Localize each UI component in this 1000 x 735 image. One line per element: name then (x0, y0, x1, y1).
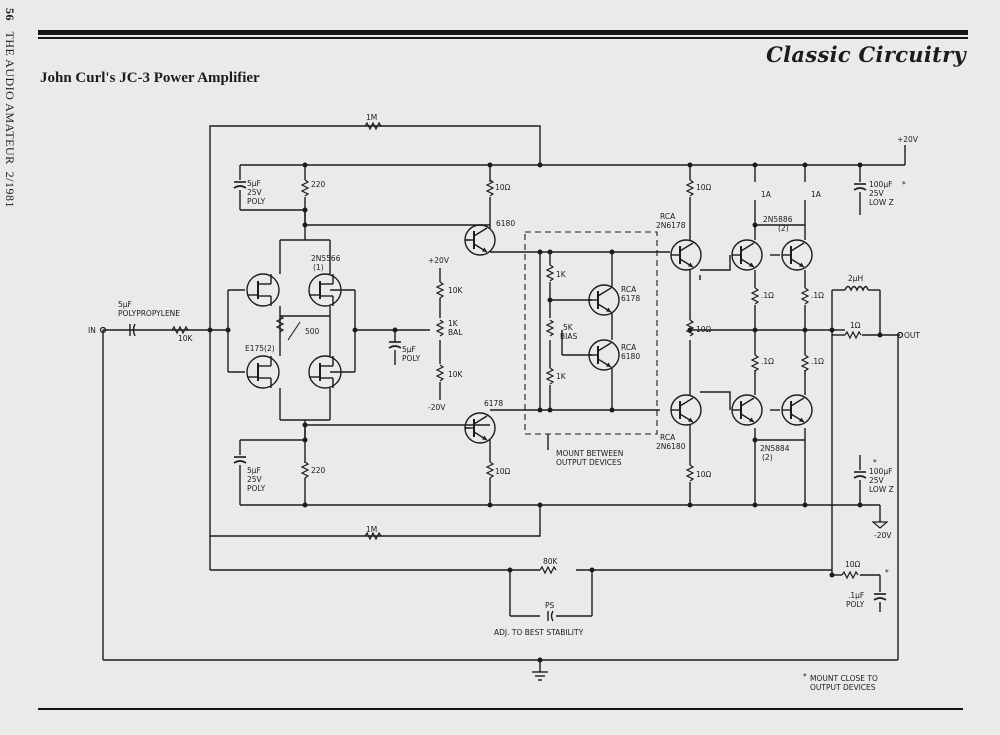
label-feedback-1m-bottom: 1M (366, 525, 377, 534)
label-in-cap: 5µF (118, 300, 132, 309)
label-bal-10k-bot: 10K (448, 370, 464, 379)
label-rail-cap-top-val: 100µF (869, 180, 892, 189)
article-title: John Curl's JC-3 Power Amplifier (40, 70, 260, 86)
label-bias-q2-b: 6180 (621, 352, 640, 361)
label-fb-adj: ADJ. TO BEST STABILITY (494, 628, 584, 637)
label-bias-pot: 5K (563, 323, 574, 332)
label-rail-cap-top-v: 25V (869, 189, 885, 198)
label-in-res: 10K (178, 334, 194, 343)
label-rail-cap-bot-v: 25V (869, 476, 885, 485)
label-footnote-b: OUTPUT DEVICES (810, 683, 876, 692)
label-feedback-1m-top: 1M (366, 113, 377, 122)
label-cap-top-val: 5µF (247, 179, 261, 188)
label-bal-pot-sub: BAL (448, 328, 463, 337)
label-q-6180: 6180 (496, 219, 515, 228)
label-cap-bot-v: 25V (247, 475, 263, 484)
label-supply-pos: +20V (897, 135, 919, 144)
label-drv-r-bot: 10Ω (696, 470, 712, 479)
resistors (171, 122, 862, 579)
label-bias-1k-bot: 1K (556, 372, 567, 381)
capacitors (129, 181, 887, 622)
label-rail-cap-bot-val: 100µF (869, 467, 892, 476)
footer-rule (38, 708, 963, 710)
label-drv-top-b: 2N6178 (656, 221, 686, 230)
label-zob-r: 10Ω (845, 560, 861, 569)
label-rail-cap-bot-star: * (873, 458, 877, 467)
label-fuse-2: 1A (811, 190, 822, 199)
label-bal-cap-type: POLY (402, 354, 421, 363)
label-zob-c: .1µF (848, 591, 864, 600)
label-bias-q2-a: RCA (621, 343, 637, 352)
label-drv-bot-b: 2N6180 (656, 442, 686, 451)
label-zob-star: * (885, 568, 889, 577)
label-supply-neg: -20V (874, 531, 892, 540)
label-drv-top-a: RCA (660, 212, 676, 221)
label-bias-pot-sub: BIAS (560, 332, 577, 341)
header-rule-thick (38, 30, 968, 35)
wiring (102, 125, 906, 681)
label-bal-pos: +20V (428, 256, 450, 265)
label-r-10-top: 10Ω (495, 183, 511, 192)
label-emit-r4: .1Ω (811, 357, 824, 366)
bias-enclosure (524, 231, 658, 435)
label-fb-ps: PS (545, 601, 555, 610)
running-head-text: 56 THE AUDIO AMATEUR 2/1981 (2, 8, 17, 208)
label-cap-top-v: 25V (247, 188, 263, 197)
label-in-cap-type: POLYPROPYLENE (118, 309, 180, 318)
label-footnote-star: * (803, 672, 807, 681)
label-fuse-1: 1A (761, 190, 772, 199)
label-emit-r2: .1Ω (811, 291, 824, 300)
label-emit-r3: .1Ω (761, 357, 774, 366)
inductor (844, 285, 869, 292)
label-cap-top-type: POLY (247, 197, 266, 206)
label-drv-bot-a: RCA (660, 433, 676, 442)
label-emit-r1: .1Ω (761, 291, 774, 300)
label-jfet-top-sub: (1) (313, 263, 324, 272)
label-bias-q1-a: RCA (621, 285, 637, 294)
label-coil: 2µH (848, 274, 863, 283)
label-out-bot: 2N5884 (760, 444, 790, 453)
label-jfet-top: 2N5566 (311, 254, 341, 263)
label-footnote-a: MOUNT CLOSE TO (810, 674, 878, 683)
issue-date: 2/1981 (3, 171, 17, 209)
label-trim-500: 500 (305, 327, 320, 336)
label-mount-note-b: OUTPUT DEVICES (556, 458, 622, 467)
label-coil-res: 1Ω (850, 321, 861, 330)
label-out-top: 2N5886 (763, 215, 793, 224)
label-cap-bot-val: 5µF (247, 466, 261, 475)
label-drv-r-mid: 10Ω (696, 325, 712, 334)
junction-dots (99, 162, 904, 663)
label-out: OUT (904, 331, 920, 340)
label-out-top-sub: (2) (778, 224, 789, 233)
page-header: Classic Circuitry John Curl's JC-3 Power… (0, 0, 1000, 100)
label-fb-80k: 80K (543, 557, 559, 566)
label-q-6178: 6178 (484, 399, 503, 408)
label-bias-q1-b: 6178 (621, 294, 640, 303)
label-bal-pot: 1K (448, 319, 459, 328)
label-zob-type: POLY (846, 600, 865, 609)
running-head: 56 THE AUDIO AMATEUR 2/1981 (2, 8, 18, 268)
label-r-10-bot: 10Ω (495, 467, 511, 476)
component-labels: 1M 1M +20V -20V IN OUT 5µF POLYPROPYLENE… (88, 113, 920, 692)
label-rail-cap-bot-z: LOW Z (869, 485, 894, 494)
label-rail-cap-top-star: * (902, 180, 906, 189)
label-mount-note-a: MOUNT BETWEEN (556, 449, 623, 458)
page-number: 56 (3, 8, 17, 21)
label-bias-1k-top: 1K (556, 270, 567, 279)
header-rule-thin (38, 37, 968, 39)
label-bal-cap-val: 5µF (402, 345, 416, 354)
label-res-220-top: 220 (311, 180, 326, 189)
label-cap-bot-type: POLY (247, 484, 266, 493)
label-drv-r-top: 10Ω (696, 183, 712, 192)
label-rail-cap-top-z: LOW Z (869, 198, 894, 207)
label-jfet-bot: E175(2) (245, 344, 275, 353)
section-title: Classic Circuitry (766, 42, 966, 67)
label-in: IN (88, 326, 96, 335)
magazine-name: THE AUDIO AMATEUR (3, 31, 17, 165)
label-out-bot-sub: (2) (762, 453, 773, 462)
label-bal-neg: -20V (428, 403, 446, 412)
label-res-220-bot: 220 (311, 466, 326, 475)
label-bal-10k-top: 10K (448, 286, 464, 295)
